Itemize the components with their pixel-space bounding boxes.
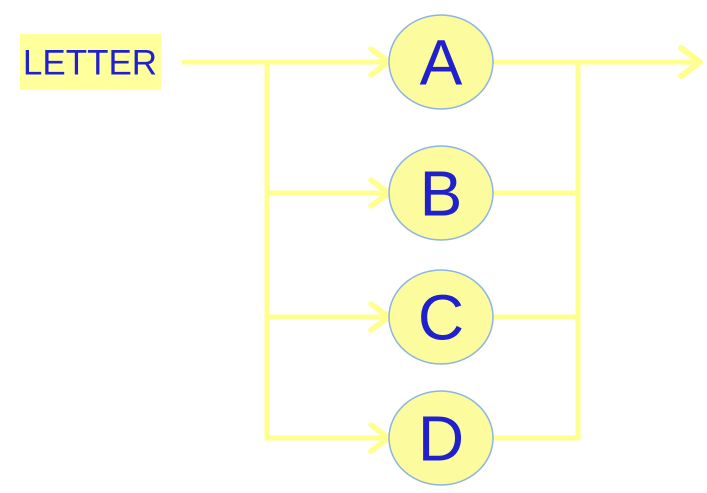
node-c: C [388,269,494,365]
node-d-label: D [418,402,464,474]
connector-lines [182,59,694,441]
node-b: B [388,145,494,241]
node-d-circle [388,390,494,486]
node-b-circle [388,145,494,241]
node-a-circle [388,14,494,110]
arrowhead-exit-icon [678,45,703,79]
start-terminal-box [20,34,161,90]
node-a: A [388,14,494,110]
node-a-label: A [420,26,463,98]
node-c-label: C [418,281,464,353]
node-c-circle [388,269,494,365]
node-d: D [388,390,494,486]
merge-vertical-line [493,62,581,441]
split-vertical-line [264,62,385,441]
arrowheads [368,45,703,454]
start-terminal: LETTER [20,34,161,90]
node-b-label: B [420,157,463,229]
start-terminal-label: LETTER [23,43,157,82]
